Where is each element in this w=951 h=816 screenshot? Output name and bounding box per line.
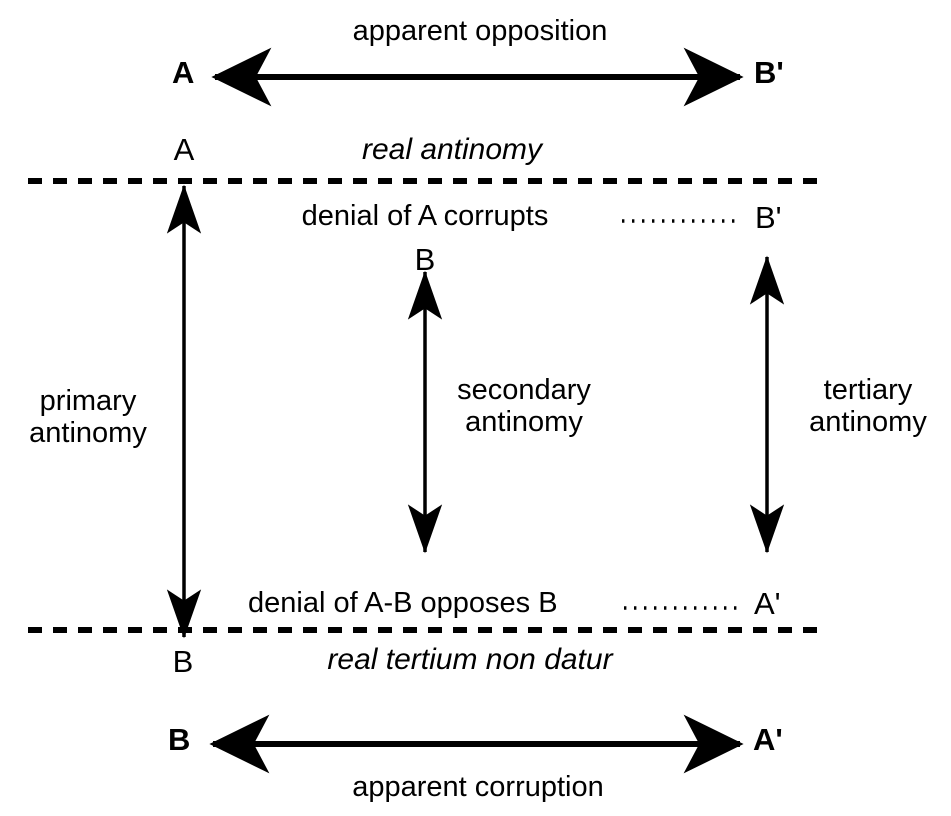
apparent-opposition-caption: apparent opposition (352, 15, 608, 47)
primary-axis-bottom-label: B (172, 644, 194, 679)
secondary-antinomy-caption: secondary antinomy (457, 374, 591, 439)
pole-label-bottom-right: A' (753, 722, 783, 757)
primary-axis-top-label: A (173, 132, 195, 167)
pole-label-top-right: B' (754, 55, 784, 90)
primary-antinomy-caption: primary antinomy (29, 385, 147, 450)
primary-antinomy-caption-line1: primary (39, 385, 137, 417)
real-antinomy-band-label: real antinomy (361, 133, 543, 166)
annotation-denial-of-ab-opposes-b: denial of A-B opposes B (248, 587, 558, 619)
secondary-antinomy-caption-line1: secondary (457, 374, 591, 406)
primary-antinomy-caption-line2: antinomy (29, 416, 147, 449)
secondary-antinomy-caption-line2: antinomy (465, 405, 583, 438)
tertiary-axis-bottom-label: A' (754, 586, 781, 621)
pole-label-top-left: A (172, 55, 195, 90)
real-tertium-non-datur-band-label: real tertium non datur (327, 643, 613, 676)
secondary-axis-top-label: B (414, 242, 436, 277)
tertiary-antinomy-caption-line2: antinomy (809, 405, 927, 438)
apparent-corruption-caption: apparent corruption (352, 771, 604, 803)
tertiary-axis-top-label: B' (755, 200, 782, 235)
annotation-denial-of-a-corrupts: denial of A corrupts (301, 200, 549, 232)
tertiary-antinomy-caption-line1: tertiary (823, 374, 913, 406)
pole-label-bottom-left: B (168, 722, 191, 757)
tertiary-antinomy-caption: tertiary antinomy (809, 374, 927, 439)
